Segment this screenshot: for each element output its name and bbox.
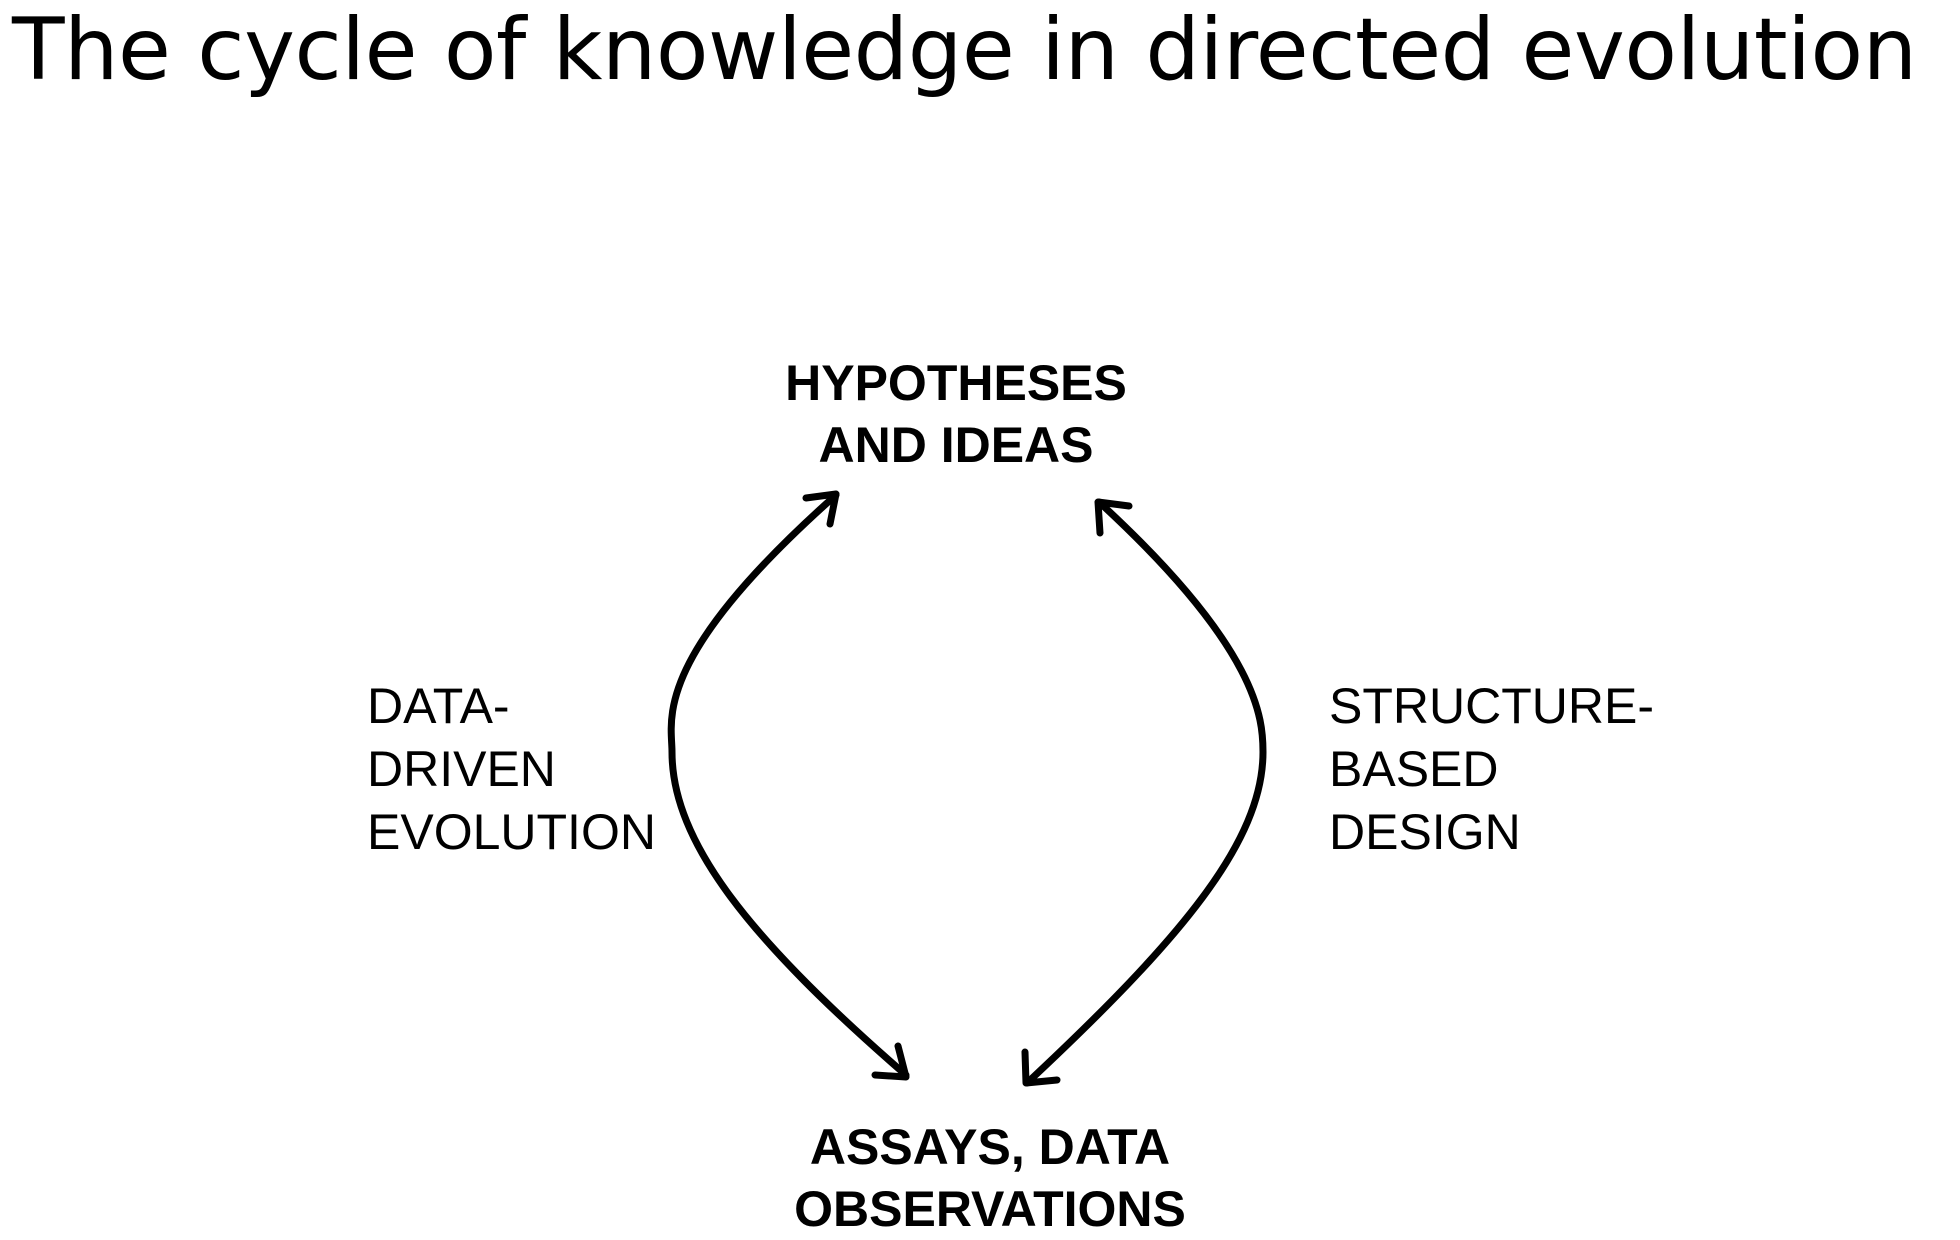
edge-label-line: DRIVEN (367, 741, 556, 797)
edge-label-line: DESIGN (1329, 804, 1521, 860)
right-curved-arrow (1023, 498, 1267, 1087)
edge-label-line: STRUCTURE- (1329, 678, 1654, 734)
diagram-title: The cycle of knowledge in directed evolu… (12, 0, 1917, 100)
edge-label-line: DATA- (367, 678, 510, 734)
right-arrowhead-bottom (1021, 1048, 1061, 1087)
edge-label-line: BASED (1329, 741, 1499, 797)
node-assays-data-observations: ASSAYS, DATA OBSERVATIONS (780, 1116, 1200, 1240)
edge-label-line: EVOLUTION (367, 804, 656, 860)
node-label-line: HYPOTHESES (785, 355, 1127, 411)
node-hypotheses-and-ideas: HYPOTHESES AND IDEAS (756, 352, 1156, 476)
left-curved-arrow (667, 491, 910, 1079)
node-label-line: AND IDEAS (818, 417, 1094, 473)
node-label-line: OBSERVATIONS (794, 1181, 1186, 1237)
left-arrowhead-bottom (871, 1042, 910, 1081)
node-label-line: ASSAYS, DATA (809, 1119, 1171, 1175)
left-arrowhead-top (802, 490, 840, 528)
edge-label-data-driven-evolution: DATA- DRIVEN EVOLUTION (367, 675, 656, 864)
edge-label-structure-based-design: STRUCTURE- BASED DESIGN (1329, 675, 1654, 864)
right-arrowhead-top (1094, 498, 1133, 537)
